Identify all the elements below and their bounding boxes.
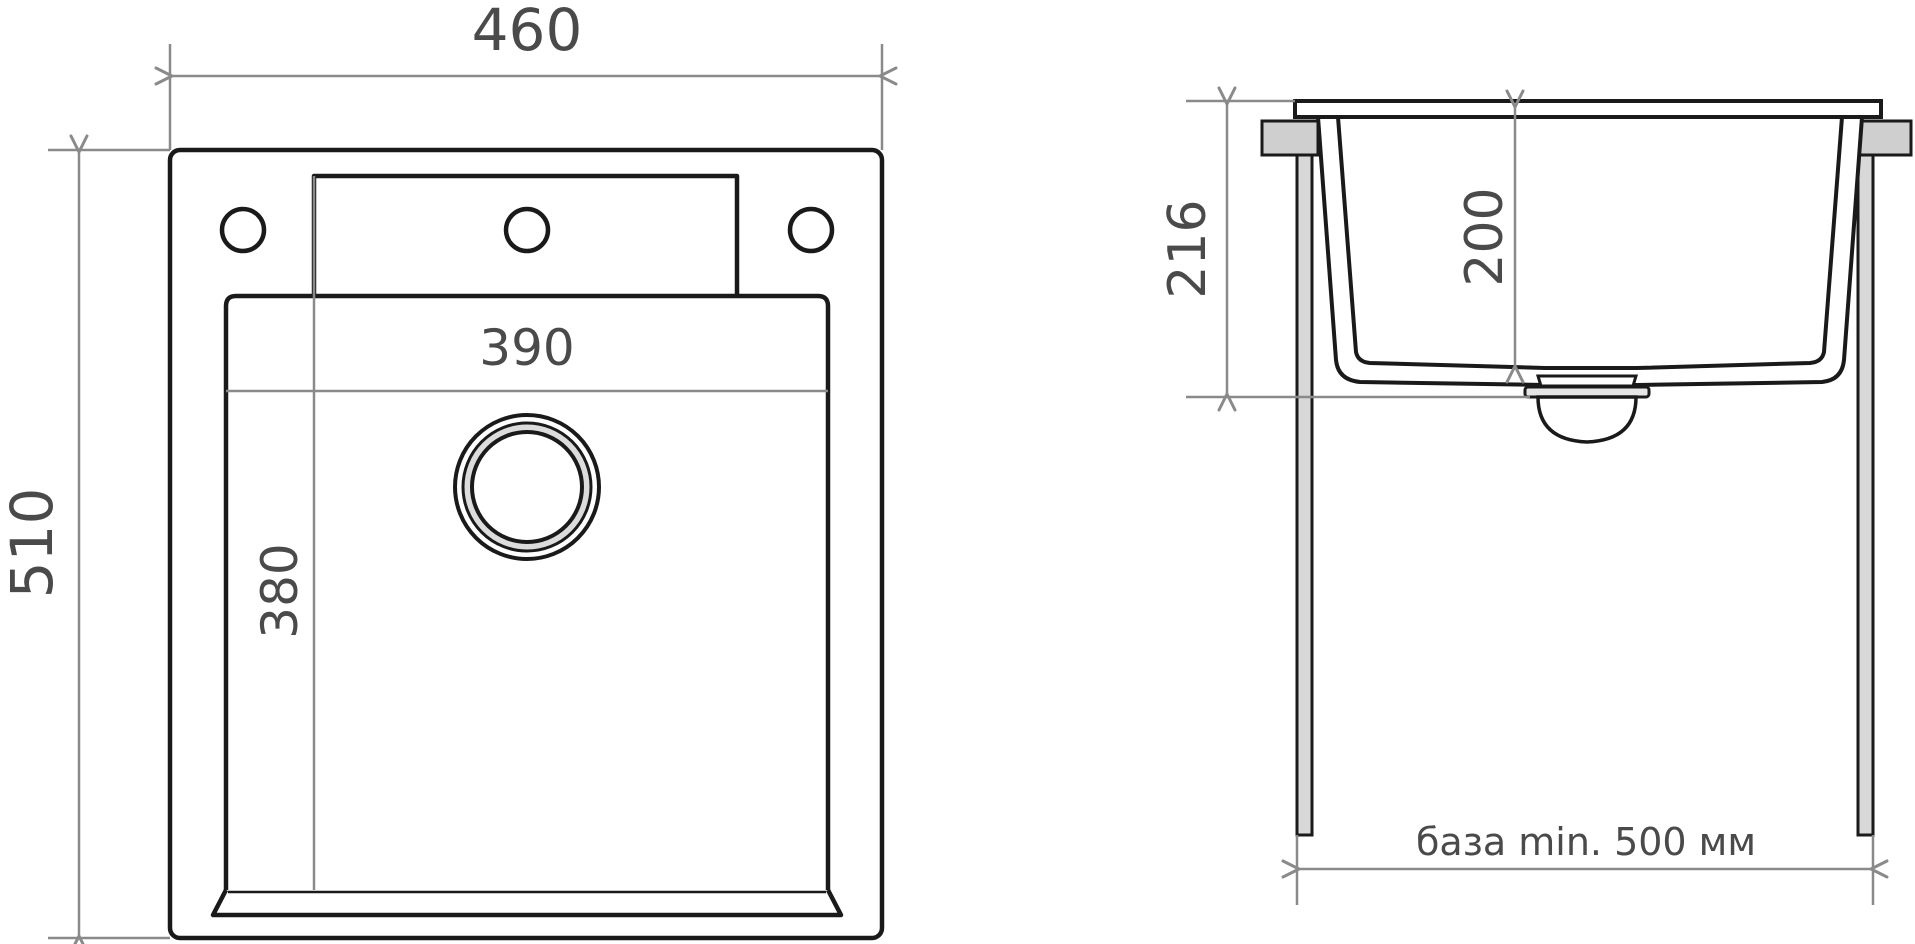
front-ledge <box>210 888 844 918</box>
tap-hole-center <box>503 206 551 254</box>
drain-outer-ring <box>453 413 601 561</box>
back-panel <box>311 173 740 296</box>
drain-bowl <box>1536 395 1638 444</box>
drain-inner-ring <box>470 430 584 544</box>
width-label: 460 <box>472 0 583 64</box>
tap-hole-right <box>787 206 835 254</box>
bowl-depth-label: 380 <box>251 543 309 638</box>
side-view: 216 200 база min. 500 мм <box>1158 86 1913 905</box>
bowl-width-label: 390 <box>479 319 574 377</box>
tap-hole-left <box>219 206 267 254</box>
drain-strainer <box>1535 374 1639 388</box>
sink-rim <box>1293 99 1883 119</box>
bowl-section <box>1316 115 1864 387</box>
total-depth-label: 216 <box>1158 199 1218 298</box>
height-label: 510 <box>0 488 66 599</box>
inner-depth-label: 200 <box>1455 187 1515 286</box>
base-label: база min. 500 мм <box>1416 820 1756 864</box>
cabinet-wall-left <box>1295 150 1314 837</box>
mounting-clip-left <box>1260 119 1320 157</box>
bowl-outline <box>223 293 831 890</box>
cabinet-wall-right <box>1856 150 1875 837</box>
mounting-clip-right <box>1853 119 1913 157</box>
sink-outer-outline <box>167 147 885 941</box>
top-view: 460 510 390 380 <box>0 0 898 944</box>
